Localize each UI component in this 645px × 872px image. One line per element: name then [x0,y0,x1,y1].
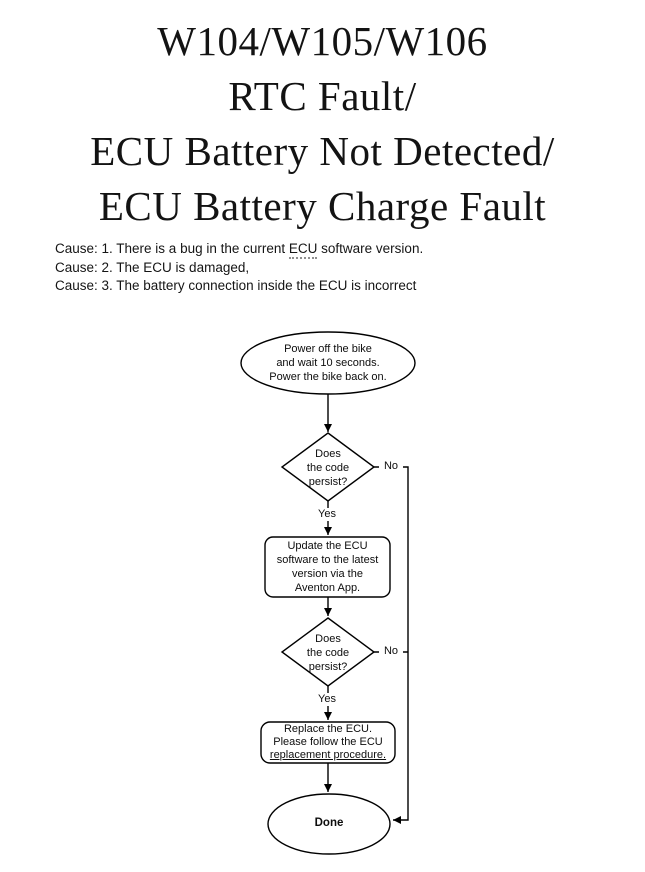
title-line-fault-codes: W104/W105/W106 [157,18,488,64]
connector-no1-rail [374,467,408,824]
cause-3: Cause: 3. The battery connection inside … [55,278,417,293]
edge-label-yes-2: Yes [310,693,344,706]
start-line-2: and wait 10 seconds. [276,357,380,369]
replace-line-2: Please follow the ECU [273,736,383,749]
decision2-line-1: Does [315,633,341,645]
done-ellipse [268,794,390,854]
replace-step-label: Replace the ECU. Please follow the ECU r… [261,723,395,763]
start-line-1: Power off the bike [284,343,372,355]
done-node-label: Done [314,817,344,829]
title-line-rtc-fault: RTC Fault/ [228,73,417,119]
decision1-label: Does the code persist? [283,447,373,489]
decision1-line-2: the code [306,462,350,474]
cause-2: Cause: 2. The ECU is damaged, [55,259,250,275]
title-line-battery-not-detected: ECU Battery Not Detected/ [90,128,555,174]
update-line-1: Update the ECU [287,540,368,552]
cause-1: Cause: 1. There is a bug in the current … [55,240,423,259]
cause-1-prefix: Cause: 1. There is a bug in the current [55,241,289,256]
update-line-4: Aventon App. [294,582,361,594]
decision1-line-3: persist? [308,476,348,488]
page-title: W104/W105/W106 RTC Fault/ ECU Battery No… [0,14,645,234]
edge-label-no-2: No [379,645,403,658]
start-line-3: Power the bike back on. [269,371,387,383]
decision1-line-1: Does [315,448,341,460]
decision2-line-3: persist? [308,661,348,673]
edge-label-no-1: No [379,460,403,473]
update-line-2: software to the latest [276,554,379,566]
edge-label-yes-1: Yes [310,508,344,521]
cause-1-suffix: software version. [317,241,424,256]
decision2-label: Does the code persist? [283,632,373,674]
cause-list: Cause: 1. There is a bug in the current … [55,240,423,296]
decision2-line-2: the code [306,647,350,659]
replace-line-1: Replace the ECU. [283,723,373,735]
title-line-battery-charge-fault: ECU Battery Charge Fault [98,183,547,229]
replacement-procedure-link[interactable]: replacement procedure. [269,749,387,762]
cause-1-ecu-dotted-underline: ECU [288,241,318,259]
update-line-3: version via the [292,568,363,580]
start-node-label: Power off the bike and wait 10 seconds. … [241,342,415,384]
update-step-label: Update the ECU software to the latest ve… [265,539,390,595]
